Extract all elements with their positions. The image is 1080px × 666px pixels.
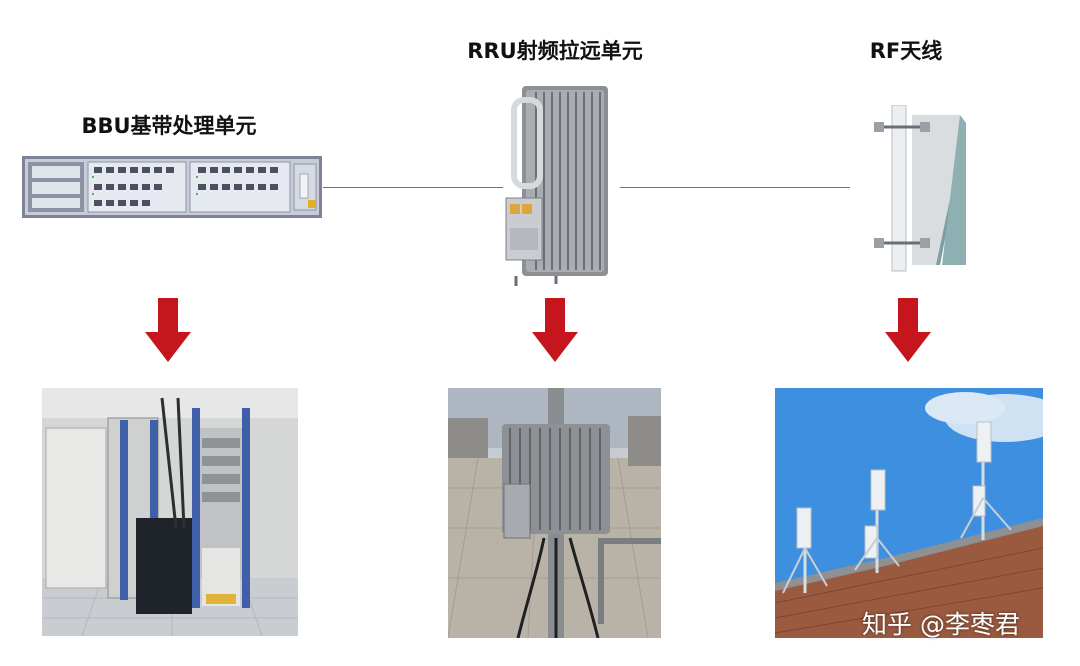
bbu-installation-photo xyxy=(42,388,298,636)
rru-title: RRU射频拉远单元 xyxy=(467,39,643,63)
down-arrow-icon xyxy=(145,298,191,362)
connector-rru-antenna xyxy=(620,187,850,188)
watermark: 知乎 @李枣君 xyxy=(862,610,1020,639)
rru-installation-photo xyxy=(448,388,661,638)
antenna-device-image xyxy=(874,105,966,272)
bbu-title: BBU基带处理单元 xyxy=(81,114,257,138)
down-arrow-icon xyxy=(532,298,578,362)
bbu-device-image xyxy=(22,156,322,218)
antenna-installation-photo xyxy=(775,388,1043,638)
connector-bbu-rru xyxy=(323,187,503,188)
rru-device-image xyxy=(505,86,608,286)
antenna-title: RF天线 xyxy=(869,39,943,63)
down-arrow-icon xyxy=(885,298,931,362)
